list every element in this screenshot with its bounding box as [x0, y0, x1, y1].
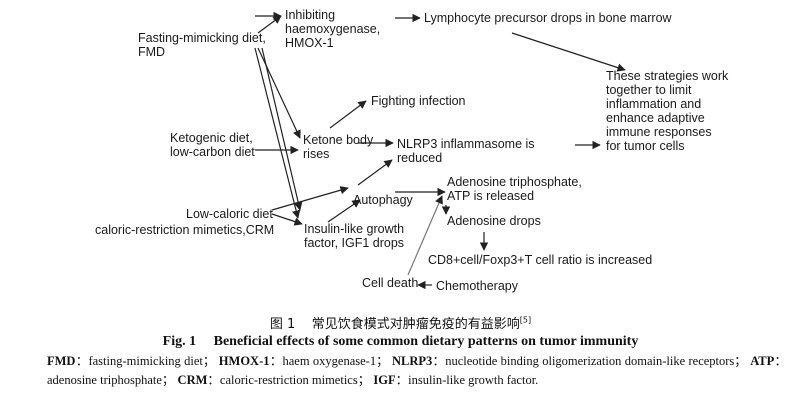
node-fighting-infection: Fighting infection: [371, 94, 466, 108]
caption-cn-ref: [5]: [519, 315, 532, 325]
node-atp: Adenosine triphosphate, ATP is released: [447, 175, 582, 203]
abbreviation-list: FMD：fasting-mimicking diet； HMOX-1：haem …: [47, 352, 787, 390]
node-ketone-body: Ketone body rises: [303, 133, 374, 161]
node-cell-death: Cell death: [362, 276, 419, 290]
abbreviation-entry: FMD：fasting-mimicking diet；: [47, 354, 216, 368]
arrow-igf-autophagy: [327, 199, 361, 223]
abbreviation-entry: ATP：adenosine triphosphate；: [47, 354, 788, 387]
abbreviation-entry: CRM：caloric-restriction mimetics；: [177, 373, 371, 387]
abbreviation-term: NLRP3: [391, 354, 433, 368]
caption-en-text: Beneficial effects of some common dietar…: [213, 334, 639, 349]
abbreviation-entry: IGF：insulin-like growth factor.: [373, 373, 539, 387]
node-fmd: Fasting-mimicking diet, FMD: [138, 31, 266, 59]
node-cd8: CD8+cell/Foxp3+T cell ratio is increased: [428, 253, 653, 267]
arrow-ketone-fighting: [329, 100, 367, 129]
node-crm: caloric-restriction mimetics,CRM: [95, 223, 275, 237]
node-strategies: These strategies work together to limit …: [606, 69, 729, 153]
caption-cn-label: 图 1: [269, 317, 296, 332]
arrow-lowcal-autophagy: [271, 186, 349, 211]
abbreviation-definition: insulin-like growth factor.: [408, 373, 539, 387]
arrow-autophagy-nlrp3: [357, 159, 393, 186]
abbreviation-term: IGF: [373, 373, 396, 387]
abbreviation-term: FMD: [47, 354, 76, 368]
figure-caption-english: Fig. 1 Beneficial effects of some common…: [0, 334, 801, 350]
abbreviation-term: ATP: [750, 354, 775, 368]
caption-en-label: Fig. 1: [162, 334, 197, 349]
arrow-fmd-igf: [254, 47, 301, 219]
caption-cn-text: 常见饮食模式对肿瘤免疫的有益影响: [311, 317, 520, 332]
node-ketogenic-diet: Ketogenic diet, low-carbon diet: [170, 131, 255, 159]
abbreviation-definition: haem oxygenase-1: [282, 354, 377, 368]
arrow-fmd-igf-2: [261, 47, 303, 211]
arrow-celldeath-atp: [407, 195, 443, 276]
abbreviation-definition: nucleotide binding oligomerization domai…: [445, 354, 735, 368]
abbreviation-definition: adenosine triphosphate: [47, 373, 162, 387]
abbreviation-definition: fasting-mimicking diet: [88, 354, 203, 368]
abbreviation-term: CRM: [177, 373, 208, 387]
node-igf: Insulin-like growth factor, IGF1 drops: [304, 222, 405, 250]
figure-caption-chinese: 图 1 常见饮食模式对肿瘤免疫的有益影响[5]: [0, 313, 801, 332]
node-lymphocyte: Lymphocyte precursor drops in bone marro…: [424, 11, 672, 25]
node-chemotherapy: Chemotherapy: [436, 279, 518, 293]
abbreviation-entry: NLRP3：nucleotide binding oligomerization…: [391, 354, 747, 368]
abbreviation-entry: HMOX-1：haem oxygenase-1；: [218, 354, 389, 368]
arrow-lowcal-igf: [271, 213, 303, 226]
diagram-arrows: [254, 11, 626, 290]
arrow-fmd-ketone: [257, 47, 301, 139]
node-hmox: Inhibiting haemoxygenase, HMOX-1: [285, 8, 381, 50]
node-nlrp3: NLRP3 inflammasome is reduced: [397, 137, 535, 165]
arrow-lymph-strategies: [511, 32, 626, 72]
abbreviation-term: HMOX-1: [218, 354, 270, 368]
flow-diagram: Fasting-mimicking diet, FMD Inhibiting h…: [95, 8, 729, 293]
abbreviation-definition: caloric-restriction mimetics: [219, 373, 358, 387]
node-adenosine-drops: Adenosine drops: [447, 214, 541, 228]
node-low-caloric: Low-caloric diet: [186, 207, 273, 221]
node-autophagy: Autophagy: [353, 193, 413, 207]
